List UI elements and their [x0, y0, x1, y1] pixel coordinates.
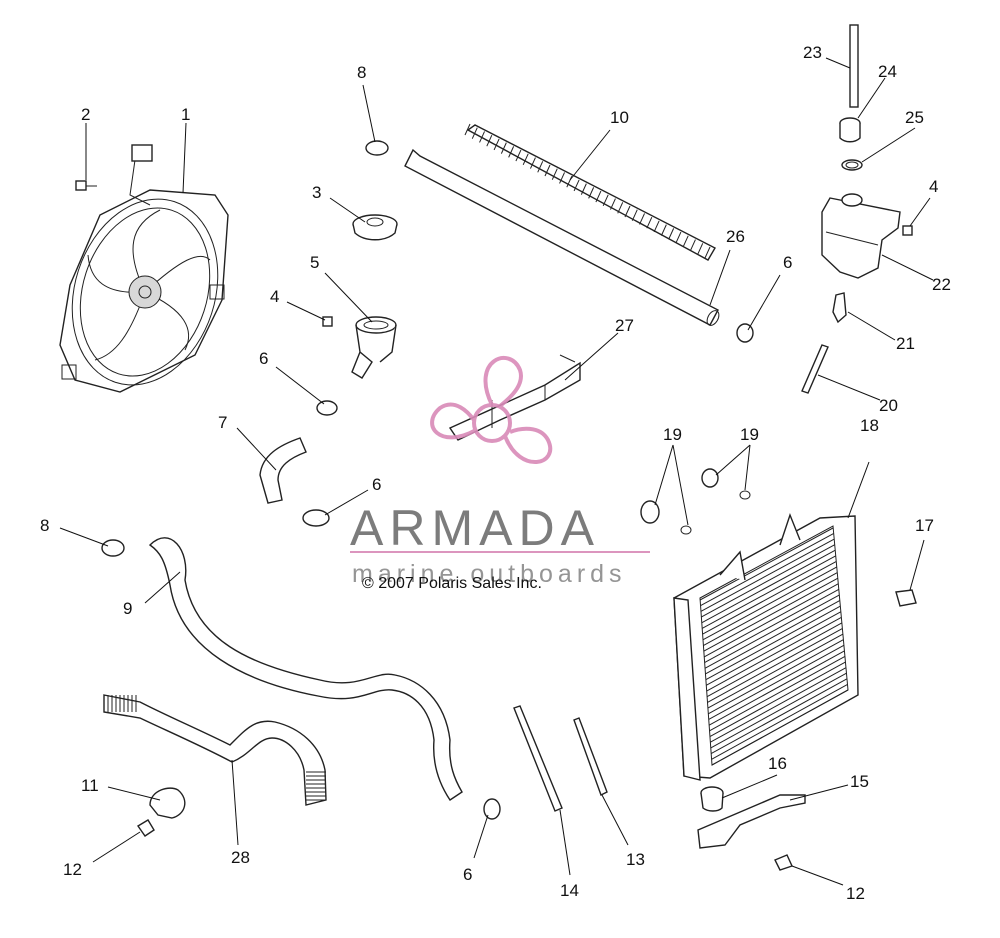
- leader-lines: [59, 57, 934, 886]
- part-straight-tube: [404, 148, 720, 326]
- callout-15: 15: [850, 772, 869, 791]
- callout-26: 26: [726, 227, 745, 246]
- callout-1: 1: [181, 105, 190, 124]
- part-o-ring: [841, 159, 863, 171]
- callout-12: 12: [63, 860, 82, 879]
- callout-19: 19: [663, 425, 682, 444]
- watermark-tagline: marine outboards: [352, 560, 627, 588]
- callout-6: 6: [372, 475, 381, 494]
- part-fitting: [832, 292, 847, 324]
- callout-13: 13: [626, 850, 645, 869]
- watermark: ARMADA marine outboards: [350, 356, 650, 588]
- callout-19: 19: [740, 425, 759, 444]
- part-long-hose: [148, 537, 463, 801]
- part-radiator: [673, 512, 859, 781]
- callout-6: 6: [259, 349, 268, 368]
- part-lower-bracket: [697, 786, 806, 849]
- part-grommets: [640, 468, 751, 535]
- callout-4: 4: [270, 287, 279, 306]
- part-corrugated-hose: [464, 123, 716, 261]
- callout-11: 11: [81, 776, 99, 795]
- part-fan-assembly: [59, 144, 229, 393]
- copyright-notice: © 2007 Polaris Sales Inc.: [362, 575, 542, 592]
- watermark-propeller-icon: [430, 356, 553, 464]
- part-push-rivets: [136, 819, 793, 871]
- part-cable-ties: [513, 705, 608, 812]
- callout-21: 21: [896, 334, 915, 353]
- callout-7: 7: [218, 413, 227, 432]
- callout-17: 17: [915, 516, 934, 535]
- part-filler-neck: [351, 316, 397, 379]
- callout-4: 4: [929, 177, 938, 196]
- part-bolt: [895, 589, 917, 607]
- part-p-clip: [149, 787, 186, 819]
- callout-24: 24: [878, 62, 897, 81]
- callout-22: 22: [932, 275, 951, 294]
- callout-12: 12: [846, 884, 865, 903]
- part-bracket: [448, 354, 581, 441]
- callout-27: 27: [615, 316, 634, 335]
- callout-labels: 1 2 3 4 4 5 6 6 6 6 7 8 8 9 10 11 12 12 …: [40, 43, 951, 903]
- part-vent-tube: [849, 24, 859, 108]
- callout-3: 3: [312, 183, 321, 202]
- callout-9: 9: [123, 599, 132, 618]
- callout-6: 6: [783, 253, 792, 272]
- part-second-hose: [103, 694, 327, 806]
- part-coolant-reservoir: [821, 193, 901, 279]
- callout-28: 28: [231, 848, 250, 867]
- callout-10: 10: [610, 108, 629, 127]
- callout-14: 14: [560, 881, 579, 900]
- part-radiator-cap: [352, 214, 398, 241]
- part-reservoir-cap: [839, 117, 861, 143]
- callout-2: 2: [81, 105, 90, 124]
- callout-8: 8: [357, 63, 366, 82]
- part-screw-small: [322, 225, 913, 327]
- callout-18: 18: [860, 416, 879, 435]
- callout-20: 20: [879, 396, 898, 415]
- watermark-brand: ARMADA: [350, 500, 600, 556]
- callout-8: 8: [40, 516, 49, 535]
- part-overflow-hose: [801, 344, 829, 394]
- callout-5: 5: [310, 253, 319, 272]
- part-elbow-hose: [259, 437, 307, 504]
- part-screw: [75, 180, 97, 191]
- callout-16: 16: [768, 754, 787, 773]
- callout-23: 23: [803, 43, 822, 62]
- callout-6: 6: [463, 865, 472, 884]
- callout-25: 25: [905, 108, 924, 127]
